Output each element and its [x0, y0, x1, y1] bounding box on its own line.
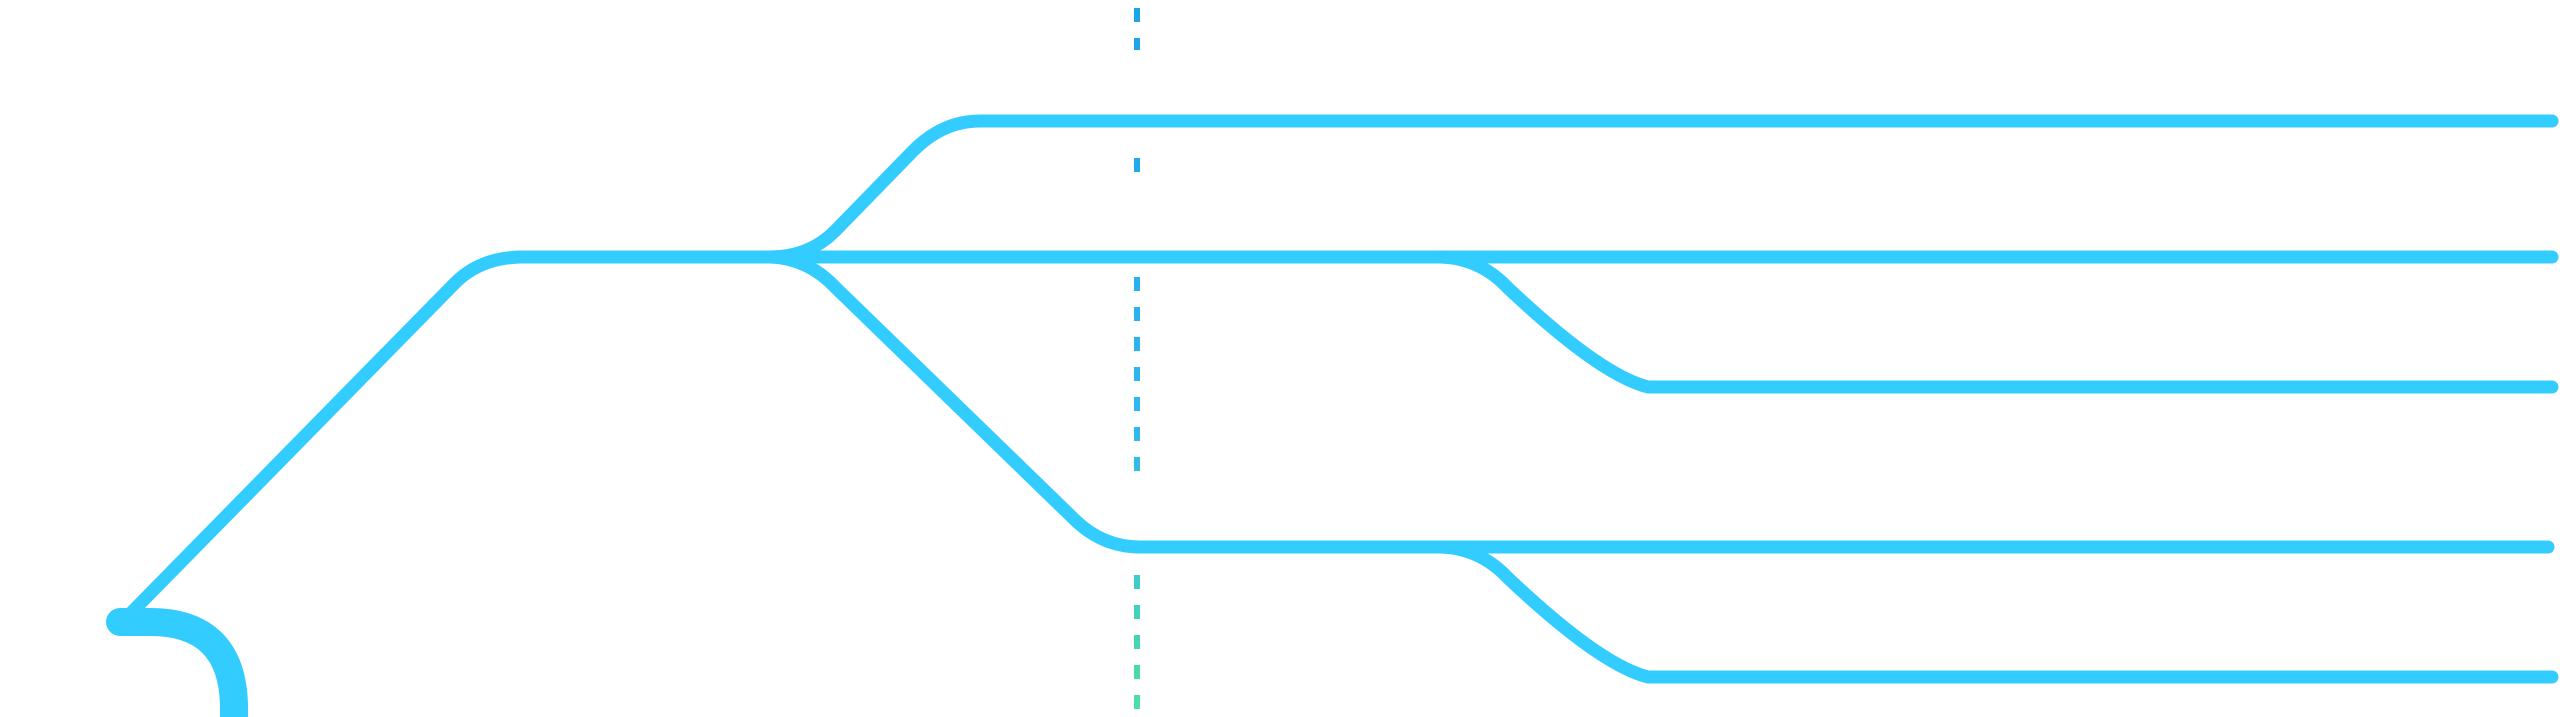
down-loop-track	[106, 608, 248, 717]
branch-1	[763, 114, 2559, 264]
trunk-track	[121, 250, 777, 623]
branch-3	[1433, 250, 2559, 394]
branch-4	[763, 250, 2555, 554]
branch-5	[1433, 540, 2559, 684]
